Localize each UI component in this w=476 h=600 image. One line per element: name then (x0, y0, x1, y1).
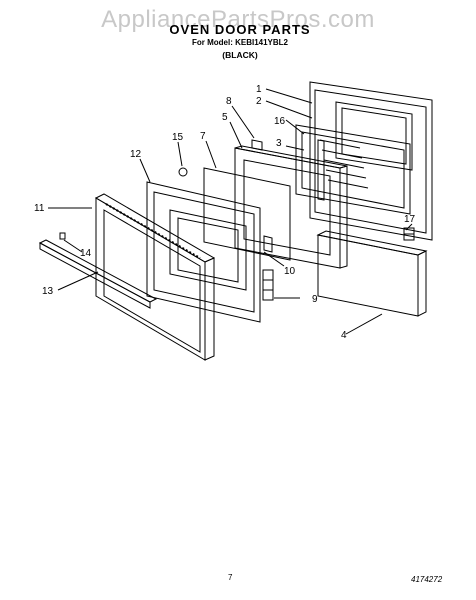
diagram-title: OVEN DOOR PARTS (169, 22, 311, 37)
part-10-bracket (263, 235, 273, 253)
callout-1: 1 (256, 84, 262, 95)
watermark: AppliancePartsPros.com (101, 6, 375, 33)
callout-2: 2 (256, 96, 262, 107)
callout-17: 17 (404, 214, 416, 225)
callout-3: 3 (276, 138, 282, 149)
callout-10: 10 (284, 266, 296, 277)
callout-15: 15 (172, 132, 184, 143)
callout-8: 8 (226, 96, 232, 107)
callout-7: 7 (200, 131, 206, 142)
color-label: (BLACK) (222, 50, 258, 60)
part-8-bracket (251, 139, 263, 151)
part-9-spacer (262, 269, 274, 301)
part-13-handle (38, 239, 158, 309)
callout-5: 5 (222, 112, 228, 123)
part-7-glass (203, 167, 291, 261)
callout-9: 9 (312, 294, 318, 305)
callout-12: 12 (130, 149, 142, 160)
leader-lines (48, 88, 413, 335)
document-number: 4174272 (411, 575, 443, 584)
part-14-screw (59, 232, 66, 240)
part-16-wrap (295, 124, 411, 215)
part-17-clip (403, 227, 415, 241)
callout-16: 16 (274, 116, 286, 127)
callout-11: 11 (34, 203, 45, 214)
callout-13: 13 (42, 286, 54, 297)
page-number: 7 (228, 573, 233, 582)
part-5-frame (234, 145, 348, 269)
part-15-screw (178, 167, 188, 177)
model-line: For Model: KEBI141YBL2 (191, 38, 288, 47)
callout-4: 4 (341, 330, 347, 341)
part-11-door-panel (94, 193, 216, 361)
part-4-insulation (316, 230, 428, 317)
callout-14: 14 (80, 248, 92, 259)
